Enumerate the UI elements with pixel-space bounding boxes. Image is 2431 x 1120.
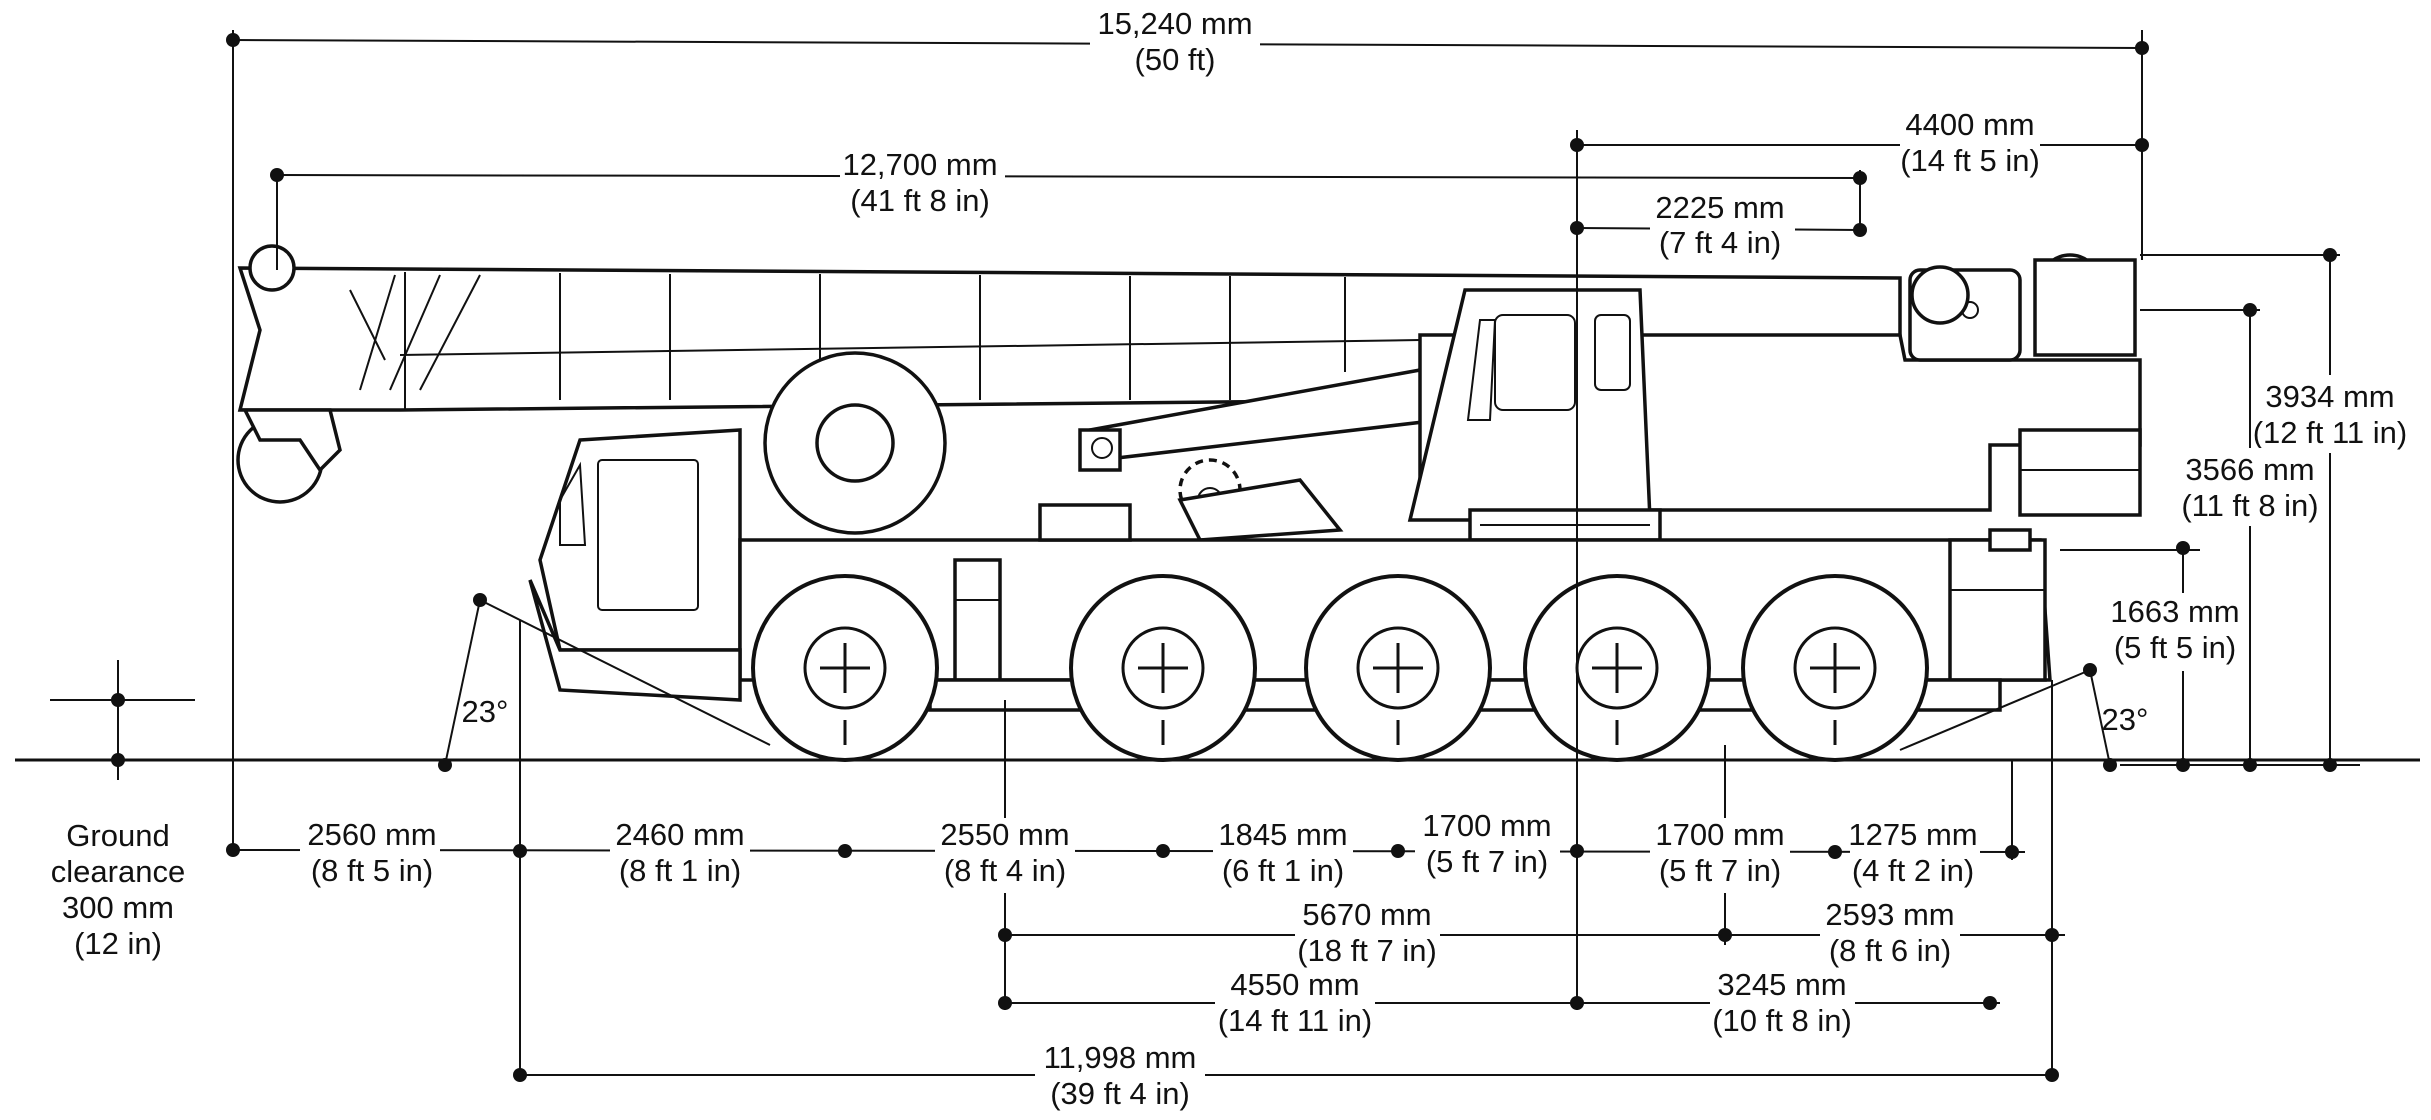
wheel-3 <box>1304 574 1492 762</box>
ground-clearance-line4: (12 in) <box>74 926 162 961</box>
ground-clearance-line3: 300 mm <box>62 890 174 925</box>
axle-2-3-metric: 2550 mm <box>940 817 1069 852</box>
wheel-5 <box>1741 574 1929 762</box>
carrier-height-imperial: (11 ft 8 in) <box>2181 488 2318 523</box>
axle-2-3-imperial: (8 ft 4 in) <box>944 853 1066 888</box>
deck-height-metric: 1663 mm <box>2110 594 2239 629</box>
carrier-length-metric: 11,998 mm <box>1044 1040 1197 1075</box>
approach-angle: 23° <box>462 694 509 729</box>
center-axle-4-imperial: (5 ft 7 in) <box>1426 844 1548 879</box>
span-2593-imperial: (8 ft 6 in) <box>1829 933 1951 968</box>
front-overhang-imperial: (8 ft 5 in) <box>311 853 433 888</box>
superstructure <box>763 253 2142 542</box>
carrier-length-imperial: (39 ft 4 in) <box>1050 1076 1190 1111</box>
axle-1-2-imperial: (8 ft 1 in) <box>619 853 741 888</box>
cab-rear-imperial: (7 ft 4 in) <box>1659 225 1781 260</box>
rear-end-imperial: (4 ft 2 in) <box>1852 853 1974 888</box>
wheel-1 <box>751 574 939 762</box>
overall-height-imperial: (12 ft 11 in) <box>2253 415 2408 450</box>
span-5670-imperial: (18 ft 7 in) <box>1297 933 1437 968</box>
cab-rear-metric: 2225 mm <box>1655 190 1784 225</box>
front-overhang-metric: 2560 mm <box>307 817 436 852</box>
span-4550-metric: 4550 mm <box>1230 967 1359 1002</box>
departure-angle: 23° <box>2102 702 2149 737</box>
axle-3-center-imperial: (6 ft 1 in) <box>1222 853 1344 888</box>
wheels <box>751 574 1929 762</box>
rear-end-metric: 1275 mm <box>1848 817 1977 852</box>
rear-overhang-metric: 4400 mm <box>1905 107 2034 142</box>
crane-drawing <box>236 244 2142 762</box>
axle-4-5-metric: 1700 mm <box>1655 817 1784 852</box>
overall-height-metric: 3934 mm <box>2265 379 2394 414</box>
dimension-labels: 15,240 mm (50 ft) 12,700 mm (41 ft 8 in)… <box>51 5 2410 1118</box>
boom-length-metric: 12,700 mm <box>842 147 997 182</box>
ground-clearance-line1: Ground <box>66 818 169 853</box>
span-3245-imperial: (10 ft 8 in) <box>1712 1003 1852 1038</box>
span-2593-metric: 2593 mm <box>1825 897 1954 932</box>
center-axle-4-metric: 1700 mm <box>1422 808 1551 843</box>
boom-length-imperial: (41 ft 8 in) <box>850 183 990 218</box>
overall-length-imperial: (50 ft) <box>1135 42 1216 77</box>
span-3245-metric: 3245 mm <box>1717 967 1846 1002</box>
wheel-4 <box>1523 574 1711 762</box>
deck-height-imperial: (5 ft 5 in) <box>2114 630 2236 665</box>
wheel-2 <box>1069 574 1257 762</box>
rear-overhang-imperial: (14 ft 5 in) <box>1900 143 2040 178</box>
ground-clearance-line2: clearance <box>51 854 185 889</box>
span-5670-metric: 5670 mm <box>1302 897 1431 932</box>
axle-4-5-imperial: (5 ft 7 in) <box>1659 853 1781 888</box>
span-4550-imperial: (14 ft 11 in) <box>1218 1003 1373 1038</box>
axle-3-center-metric: 1845 mm <box>1218 817 1347 852</box>
carrier-height-metric: 3566 mm <box>2185 452 2314 487</box>
axle-1-2-metric: 2460 mm <box>615 817 744 852</box>
overall-length-metric: 15,240 mm <box>1097 6 1252 41</box>
